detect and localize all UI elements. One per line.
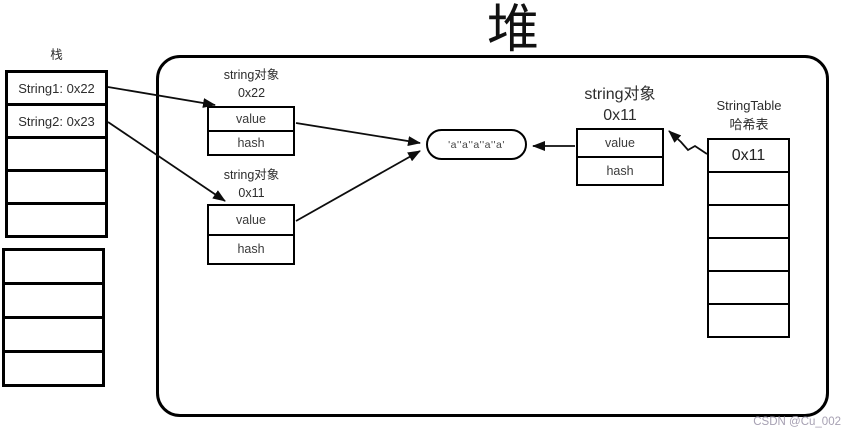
heap-title: 堆 (486, 1, 539, 59)
string-table-subtitle: 哈希表 (729, 117, 769, 132)
stack-cell-empty (8, 205, 105, 235)
stack-frame-group-1: String1: 0x22 String2: 0x23 (5, 70, 108, 238)
watermark: CSDN @Cu_002 (753, 416, 841, 428)
string-table-title: StringTable (716, 98, 782, 113)
value-field: value (605, 136, 635, 150)
string-table-cell-empty (709, 206, 788, 239)
stack-cell-empty (8, 172, 105, 205)
stack-label: 栈 (50, 48, 63, 62)
string-object-0x22-box: value hash (207, 106, 295, 156)
string-object-0x11-new-box: value hash (207, 204, 295, 265)
string-object-0x22-label: string对象 0x22 (207, 66, 296, 102)
stack-cell-empty (5, 251, 102, 285)
stack-cell-string1: String1: 0x22 (8, 73, 105, 106)
object-type-label: string对象 (223, 168, 280, 182)
string-table-cell-empty (709, 239, 788, 272)
object-type-label: string对象 (223, 68, 280, 82)
string-object-0x11-new-label: string对象 0x11 (207, 166, 296, 202)
stack-cell-empty (8, 139, 105, 172)
string-table-cell-empty (709, 272, 788, 305)
string-table-cell-empty (709, 305, 788, 336)
string-object-0x11-interned-label: string对象 0x11 (570, 84, 670, 126)
string-table-cell-empty (709, 173, 788, 206)
object-type-label: string对象 (584, 86, 656, 103)
value-field: value (236, 212, 266, 227)
stack-cell-string2: String2: 0x23 (8, 106, 105, 139)
stack-frame-group-2 (2, 248, 105, 387)
string-object-0x11-interned-box: value hash (576, 128, 664, 186)
heap-boundary (156, 55, 829, 417)
stack-cell-empty (5, 285, 102, 319)
value-field: value (236, 112, 266, 126)
object-address-label: 0x22 (237, 86, 266, 100)
string-table: 0x11 (707, 138, 790, 338)
char-array-node: 'a''a''a''a''a' (426, 129, 527, 160)
hash-field: hash (209, 233, 293, 264)
hash-field: hash (209, 130, 293, 154)
object-address-label: 0x11 (238, 186, 265, 200)
string-table-label: StringTable 哈希表 (700, 96, 798, 134)
object-address-label: 0x11 (603, 107, 637, 124)
hash-field: hash (578, 156, 662, 184)
stack-cell-empty (5, 353, 102, 384)
string-table-cell-0x11: 0x11 (709, 140, 788, 173)
stack-cell-empty (5, 319, 102, 353)
